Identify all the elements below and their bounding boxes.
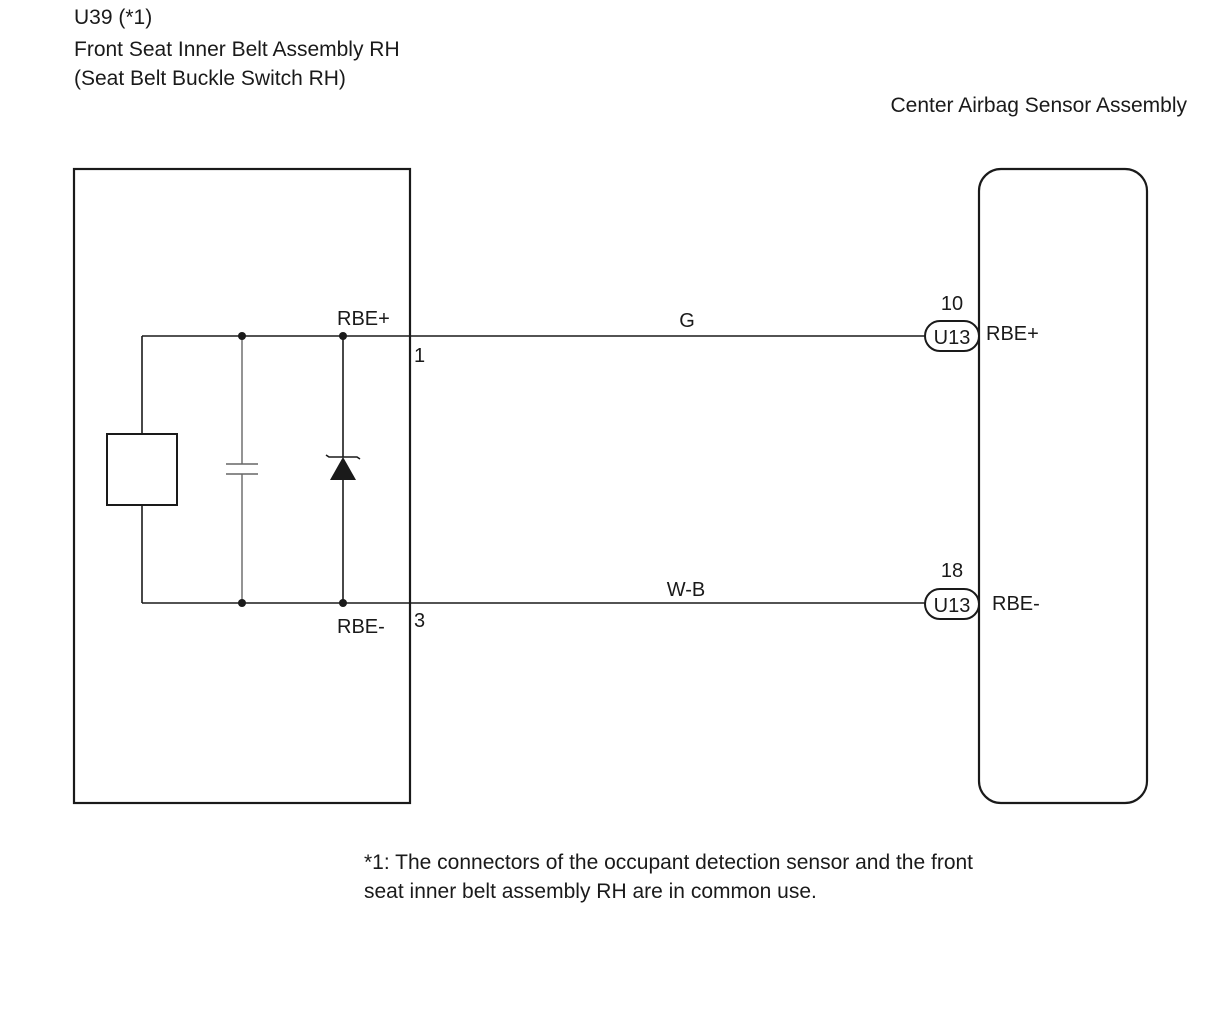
connector-id: U13 — [934, 595, 971, 617]
connector-id: U13 — [934, 327, 971, 349]
left-terminal-top-pin: 1 — [414, 345, 425, 367]
connector-signal: RBE- — [992, 593, 1040, 615]
left-component-code: U39 (*1) — [74, 6, 152, 29]
internal-circuit — [106, 332, 410, 607]
left-terminal-bottom-pin: 3 — [414, 610, 425, 632]
footnote-line-2: seat inner belt assembly RH are in commo… — [364, 880, 817, 903]
left-component-subname: (Seat Belt Buckle Switch RH) — [74, 67, 346, 90]
wire-g-color-label: G — [679, 310, 695, 332]
left-terminal-bottom-label: RBE- — [337, 616, 385, 638]
left-component-name: Front Seat Inner Belt Assembly RH — [74, 38, 400, 61]
right-component-name: Center Airbag Sensor Assembly — [891, 94, 1188, 117]
connector-u13-pin-18: 18 U13 RBE- — [924, 560, 1040, 620]
wire-w-b-color-label: W-B — [667, 579, 706, 601]
connector-pin-number: 18 — [941, 560, 963, 582]
connector-pin-number: 10 — [941, 293, 963, 315]
left-component-box — [72, 167, 412, 805]
right-component-box — [977, 167, 1149, 805]
connector-signal: RBE+ — [986, 323, 1039, 345]
zener-diode — [325, 336, 361, 603]
switch-element — [106, 433, 178, 506]
connector-u13-pin-10: 10 U13 RBE+ — [924, 293, 1039, 352]
capacitor — [226, 336, 258, 603]
left-terminal-top-label: RBE+ — [337, 308, 390, 330]
footnote-line-1: *1: The connectors of the occupant detec… — [364, 851, 973, 874]
